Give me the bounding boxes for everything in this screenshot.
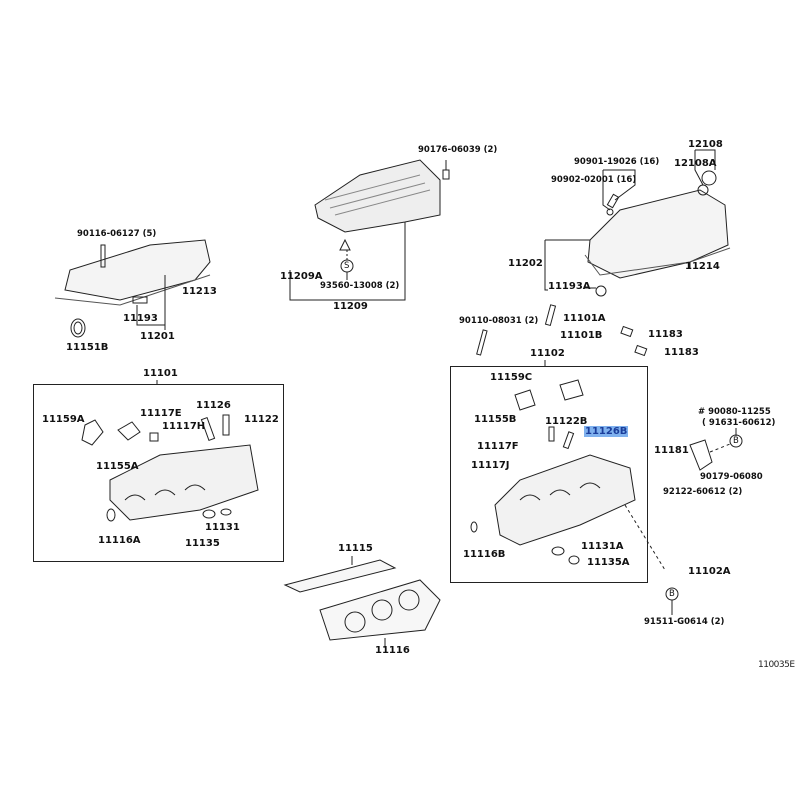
part-label[interactable]: 11131A [581, 541, 624, 552]
part-label[interactable]: 11181 [654, 445, 689, 456]
part-label[interactable]: 90116-06127 (5) [77, 229, 157, 239]
part-label[interactable]: 11101B [560, 330, 603, 341]
left-cylinder-head [109, 444, 259, 521]
part-label[interactable]: 11213 [182, 286, 217, 297]
part-label[interactable]: 90902-02001 (16) [551, 175, 637, 185]
diagram-id: 110035E [758, 660, 795, 670]
right-valve-cover [587, 189, 729, 279]
right-cylinder-head [494, 454, 636, 546]
part-label[interactable]: 11102A [688, 566, 731, 577]
part-label[interactable]: 92122-60612 (2) [663, 487, 743, 497]
part-label[interactable]: 11214 [685, 261, 720, 272]
symbol-b-marker: B [669, 589, 675, 599]
part-label[interactable]: 11116 [375, 645, 410, 656]
part-label[interactable]: 93560-13008 (2) [320, 281, 400, 291]
part-label[interactable]: 11155A [96, 461, 139, 472]
part-label[interactable]: 11117F [477, 441, 519, 452]
left-head-kit-box [33, 384, 284, 562]
part-label[interactable]: 11101 [143, 368, 178, 379]
right-head-kit-box [450, 366, 648, 583]
part-label[interactable]: 11115 [338, 543, 373, 554]
part-label[interactable]: 91511-G0614 (2) [644, 617, 725, 627]
part-label[interactable]: 12108A [674, 158, 717, 169]
part-label[interactable]: 11101A [563, 313, 606, 324]
part-label-highlighted[interactable]: 11126B [584, 426, 629, 437]
head-gasket [319, 579, 441, 641]
part-label[interactable]: 11102 [530, 348, 565, 359]
part-label[interactable]: 12108 [688, 139, 723, 150]
part-label[interactable]: 11131 [205, 522, 240, 533]
part-label[interactable]: 11209A [280, 271, 323, 282]
part-label[interactable]: 11159A [42, 414, 85, 425]
part-label[interactable]: 11135 [185, 538, 220, 549]
part-label[interactable]: 11116B [463, 549, 506, 560]
part-label[interactable]: 90110-08031 (2) [459, 316, 539, 326]
part-label[interactable]: 90176-06039 (2) [418, 145, 498, 155]
part-label[interactable]: # 90080-11255 [698, 407, 771, 417]
part-label[interactable]: 11183 [664, 347, 699, 358]
part-label[interactable]: 11151B [66, 342, 109, 353]
part-label[interactable]: 11117J [471, 460, 510, 471]
part-label[interactable]: 11209 [333, 301, 368, 312]
part-label[interactable]: 11122B [545, 416, 588, 427]
part-label[interactable]: 11117H [162, 421, 206, 432]
part-label[interactable]: 11117E [140, 408, 182, 419]
symbol-s-marker: S [344, 261, 350, 271]
part-label[interactable]: 11159C [490, 372, 533, 383]
part-label[interactable]: 11135A [587, 557, 630, 568]
part-label[interactable]: 11155B [474, 414, 517, 425]
intake-gasket [283, 559, 397, 593]
part-label[interactable]: 11193 [123, 313, 158, 324]
part-label[interactable]: 11202 [508, 258, 543, 269]
part-label[interactable]: 11201 [140, 331, 175, 342]
part-label[interactable]: 11126 [196, 400, 231, 411]
part-label[interactable]: 11193A [548, 281, 591, 292]
part-label[interactable]: 11116A [98, 535, 141, 546]
part-label[interactable]: 90179-06080 [700, 472, 763, 482]
symbol-b-marker: B [733, 436, 739, 446]
part-label[interactable]: 11183 [648, 329, 683, 340]
part-label[interactable]: ( 91631-60612) [702, 418, 776, 428]
part-label[interactable]: 11122 [244, 414, 279, 425]
part-label[interactable]: 90901-19026 (16) [574, 157, 660, 167]
